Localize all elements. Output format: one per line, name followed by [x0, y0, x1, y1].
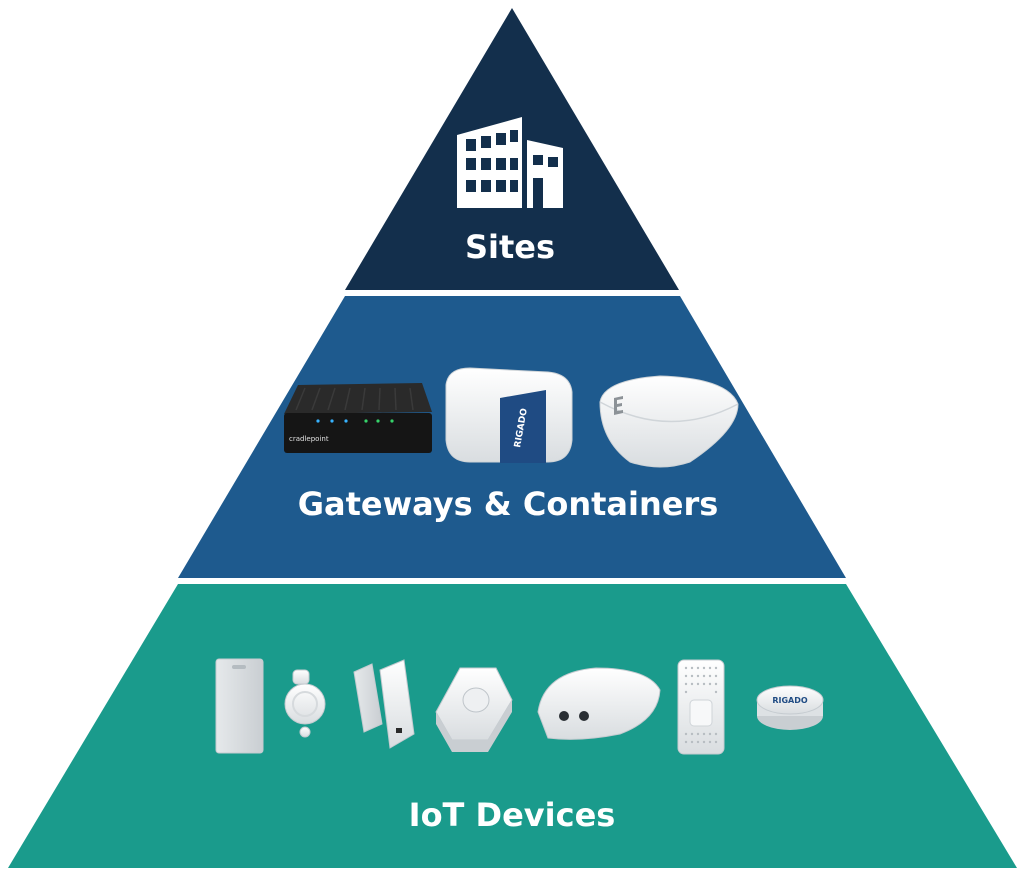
tier-sites-label: Sites	[465, 228, 555, 266]
tier-iot: RIGADO IoT Devices	[8, 584, 1017, 868]
access-point-device	[599, 375, 739, 468]
tier-gateways: cradlepoint RIGADO Gateways & Containers	[178, 296, 846, 578]
motion-sensor-device	[435, 667, 513, 752]
pendant-sensor-device	[284, 669, 326, 738]
environment-sensor-device	[677, 659, 725, 755]
tier-iot-shape	[8, 584, 1017, 868]
building-icon	[457, 117, 563, 208]
beacon-brand-label: RIGADO	[772, 696, 808, 705]
router-brand-label: cradlepoint	[289, 435, 329, 443]
tier-sites: Sites	[345, 8, 679, 290]
router-device: cradlepoint	[284, 383, 432, 453]
button-beacon-device: RIGADO	[756, 685, 824, 730]
door-sensor-device	[353, 659, 415, 749]
gateway-device: RIGADO	[445, 367, 573, 463]
tier-iot-label: IoT Devices	[409, 796, 616, 834]
tier-gateways-label: Gateways & Containers	[298, 485, 719, 523]
people-counter-device	[537, 667, 661, 740]
badge-tag-device	[215, 658, 264, 754]
